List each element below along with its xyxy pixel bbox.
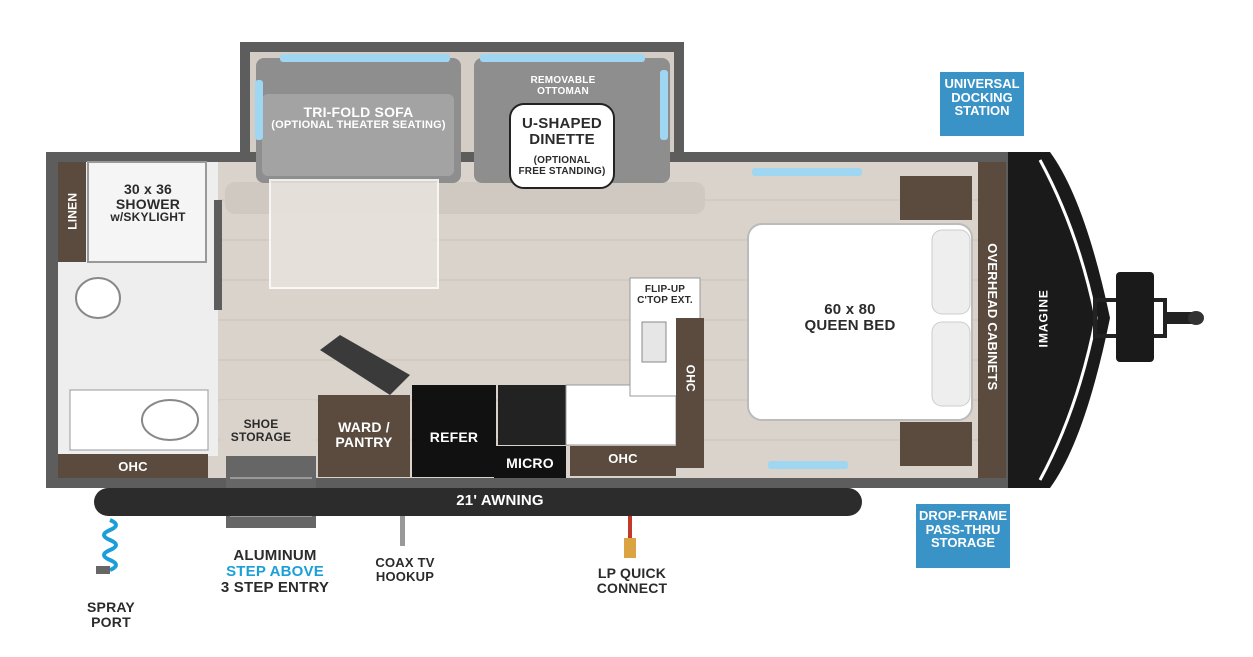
shoe-storage-area: [220, 400, 316, 456]
side-ohc: [676, 318, 704, 468]
bath-ohc: [58, 454, 208, 478]
pillow: [931, 229, 971, 315]
awning: [94, 488, 862, 516]
ward-pantry: [318, 395, 410, 477]
passthru-line3: STORAGE: [930, 535, 996, 551]
microwave: [494, 446, 566, 478]
kitchen-sink: [641, 321, 667, 363]
window: [752, 168, 862, 176]
nose-cap: [1008, 152, 1110, 488]
bath-ohc-label: OHC: [118, 459, 148, 474]
awning-label: 21' AWNING: [456, 492, 544, 509]
passthru-storage-callout: DROP-FRAME PASS-THRU STORAGE: [916, 504, 1010, 568]
dinette-note-line2: FREE STANDING): [518, 165, 606, 177]
shoe-line2: STORAGE: [230, 429, 292, 444]
window: [768, 461, 848, 469]
shower-note: w/SKYLIGHT: [110, 210, 186, 225]
kitchen-ohc-label: OHC: [608, 451, 638, 466]
overhead-cabinets-label: OVERHEAD CABINETS: [984, 243, 1000, 391]
docking-line2: DOCKING: [951, 89, 1013, 105]
coax-hookup: [400, 516, 405, 546]
nightstand: [900, 422, 972, 466]
bed-title: QUEEN BED: [804, 316, 896, 334]
coax-line2: HOOKUP: [375, 568, 435, 584]
shower-size: 30 x 36: [123, 181, 173, 197]
micro-label: MICRO: [506, 455, 554, 471]
step-line1: ALUMINUM: [233, 547, 317, 564]
ward-line2: PANTRY: [335, 433, 393, 450]
dinette-label: U-SHAPED DINETTE: [510, 116, 614, 148]
shower-title: SHOWER: [115, 195, 181, 212]
shower: [87, 161, 207, 263]
stove: [498, 385, 566, 445]
ward-line1: WARD /: [338, 419, 390, 435]
ottoman-line2: OTTOMAN: [537, 85, 589, 97]
ottoman-label: REMOVABLE OTTOMAN: [500, 75, 626, 97]
shoe-storage-label: SHOE STORAGE: [226, 418, 296, 443]
sofa-extension: [269, 179, 439, 289]
dinette-table: [509, 103, 615, 189]
lp-line2: CONNECT: [596, 579, 668, 596]
sofa-label-title: TRI-FOLD SOFA: [303, 104, 414, 120]
pillow: [931, 321, 971, 407]
overhead-cabinet: [978, 162, 1006, 478]
window: [280, 54, 450, 62]
flipup-line1: FLIP-UP: [644, 284, 686, 295]
linen-cabinet: [58, 162, 86, 262]
lp-fitting: [624, 538, 636, 558]
recliner: [320, 335, 410, 395]
hitch-jack: [1116, 272, 1154, 362]
spray-nozzle: [96, 566, 110, 574]
bed-size: 60 x 80: [824, 301, 876, 318]
dinette-line1: U-SHAPED: [522, 115, 602, 132]
coax-line1: COAX TV: [375, 555, 435, 570]
passthru-line2: PASS-THRU: [925, 521, 1001, 537]
window: [255, 80, 263, 140]
step-line3: 3 STEP ENTRY: [220, 578, 330, 596]
dinette-line2: DINETTE: [529, 130, 595, 148]
sofa-label: TRI-FOLD SOFA (OPTIONAL THEATER SEATING): [256, 105, 461, 131]
lp-line: [628, 516, 632, 538]
hitch-ball: [1188, 311, 1204, 325]
nightstand: [900, 176, 972, 220]
coax-label: COAX TV HOOKUP: [360, 556, 450, 583]
passthru-line1: DROP-FRAME: [918, 508, 1008, 523]
queen-bed: [747, 223, 973, 421]
docking-station-callout: UNIVERSAL DOCKING STATION: [940, 72, 1024, 136]
side-ohc-label: OHC: [683, 364, 698, 392]
step-entry-label: ALUMINUM STEP ABOVE 3 STEP ENTRY: [210, 548, 340, 595]
bath-sink: [141, 399, 199, 441]
shoe-line1: SHOE: [243, 417, 279, 431]
flipup-line2: C'TOP EXT.: [637, 294, 693, 306]
lp-label: LP QUICK CONNECT: [582, 566, 682, 595]
window: [660, 70, 668, 140]
docking-line3: STATION: [954, 103, 1010, 119]
ward-pantry-label: WARD / PANTRY: [318, 420, 410, 449]
brand-logo: IMAGINE: [1036, 289, 1051, 348]
kitchen-ohc: [570, 446, 676, 476]
bath-door: [214, 200, 222, 310]
flipup-label: FLIP-UP C'TOP EXT.: [630, 284, 700, 306]
linen-label: LINEN: [65, 192, 80, 230]
hitch-coupler: [1165, 312, 1193, 324]
docking-line1: UNIVERSAL: [944, 76, 1020, 91]
window: [480, 54, 645, 62]
lp-line1: LP QUICK: [597, 565, 667, 581]
sofa-label-note: (OPTIONAL THEATER SEATING): [271, 118, 446, 131]
step-line2: STEP ABOVE: [226, 562, 324, 580]
spray-coil: [102, 518, 118, 572]
spray-line2: PORT: [91, 613, 131, 630]
sofa-cushion: [262, 94, 454, 176]
ottoman-line1: REMOVABLE: [530, 75, 596, 86]
shower-label: 30 x 36 SHOWER w/SKYLIGHT: [92, 182, 204, 224]
dinette-note-line1: (OPTIONAL: [533, 155, 591, 166]
spray-port-label: SPRAY PORT: [76, 600, 146, 629]
toilet: [75, 277, 121, 319]
spray-line1: SPRAY: [87, 599, 135, 615]
bed-label: 60 x 80 QUEEN BED: [770, 302, 930, 334]
refer-label: REFER: [429, 429, 479, 445]
dinette-note: (OPTIONAL FREE STANDING): [510, 155, 614, 177]
refrigerator: [412, 385, 496, 477]
